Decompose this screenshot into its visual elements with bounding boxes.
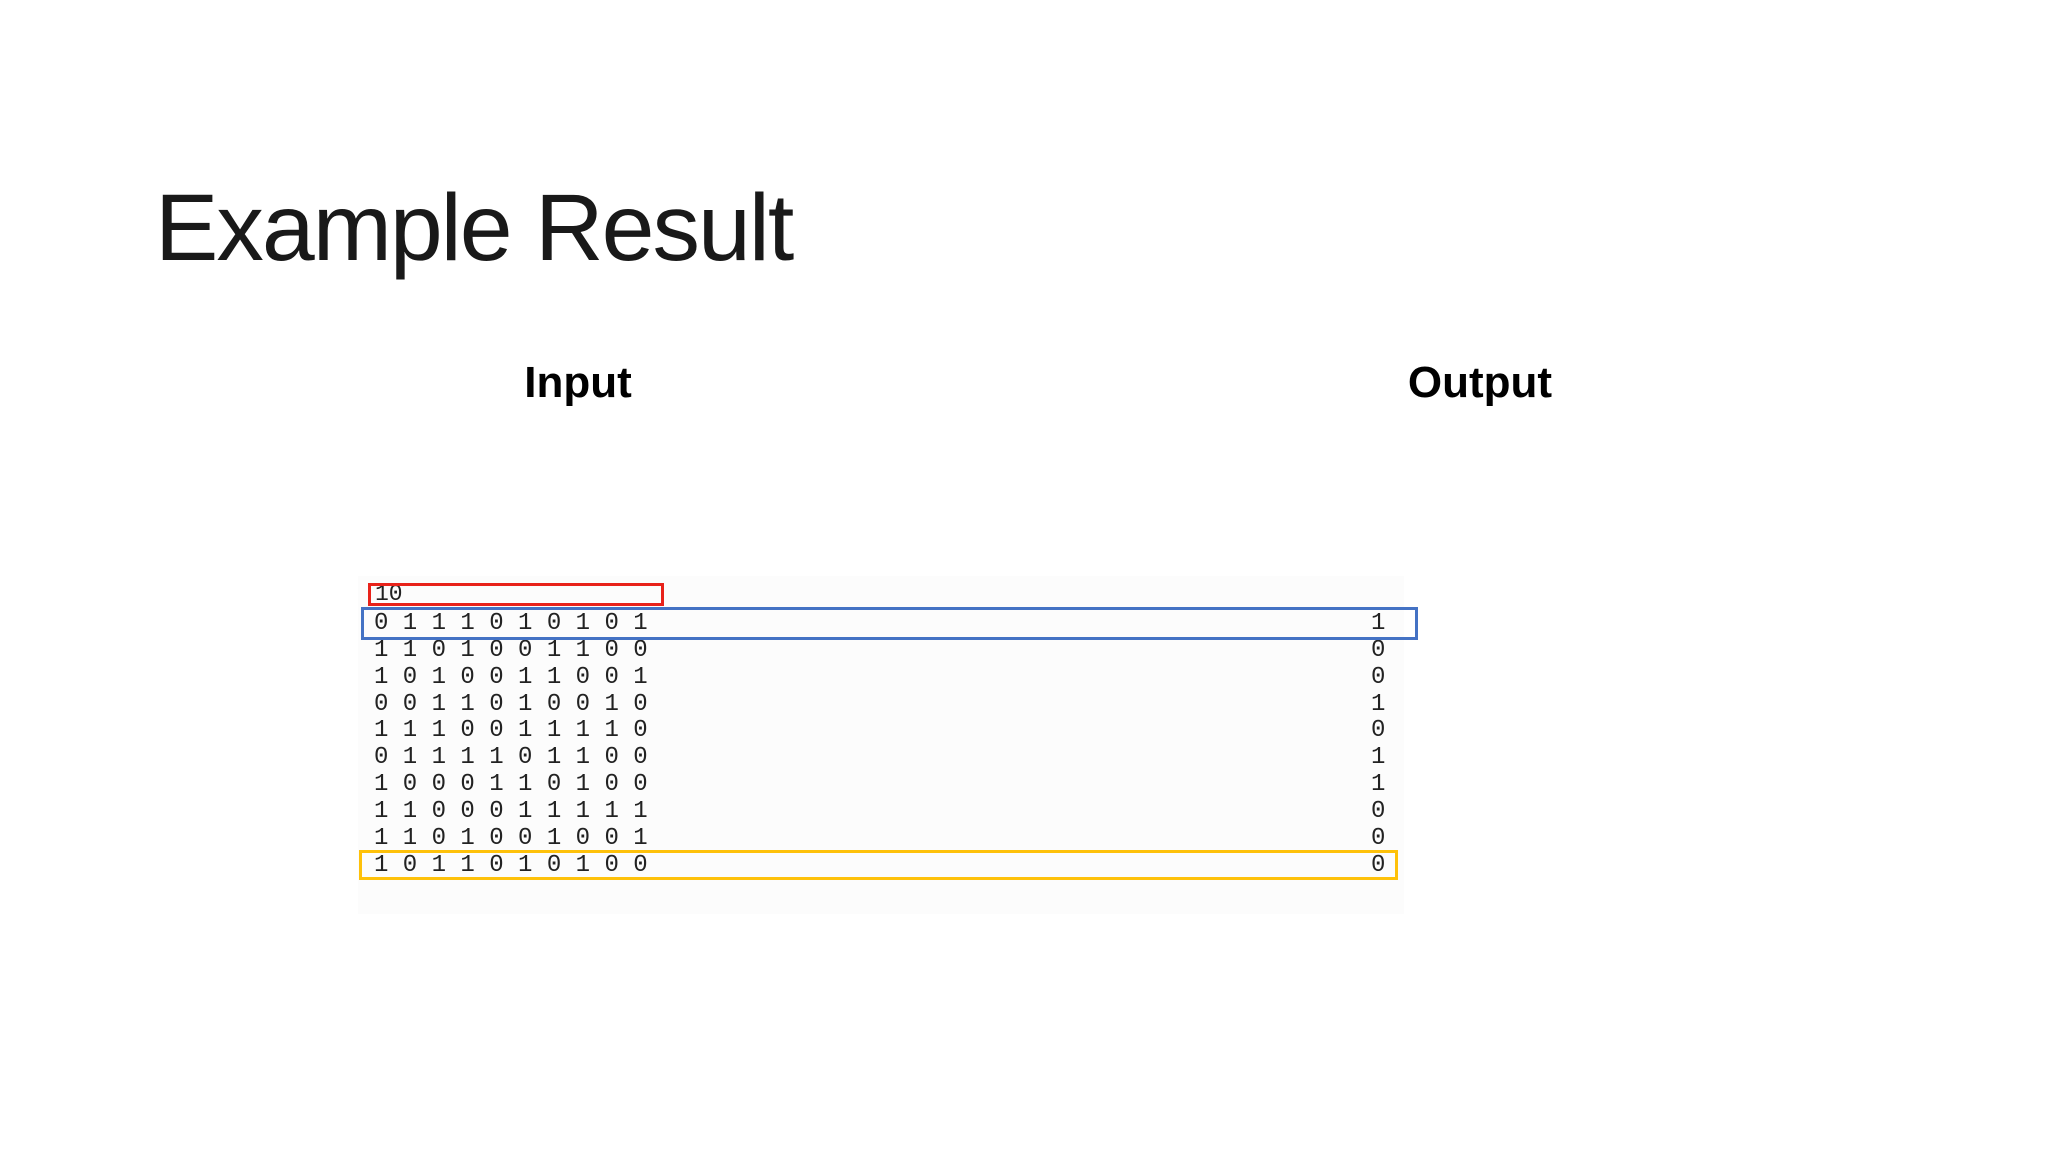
first-row-highlight-box	[361, 607, 1418, 640]
page-title: Example Result	[155, 174, 794, 281]
console-screenshot-backdrop	[358, 576, 1404, 914]
input-column-header: Input	[524, 358, 632, 407]
dimension-highlight-box	[368, 583, 664, 606]
last-row-highlight-box	[359, 850, 1398, 880]
matrix-dimension-value: 10	[375, 581, 403, 607]
input-matrix: 0 1 1 1 0 1 0 1 0 1 1 1 0 1 0 0 1 1 0 0 …	[374, 610, 648, 879]
output-column: 1 0 0 1 0 1 1 0 0 0	[1371, 610, 1386, 879]
output-column-header: Output	[1407, 358, 1553, 407]
